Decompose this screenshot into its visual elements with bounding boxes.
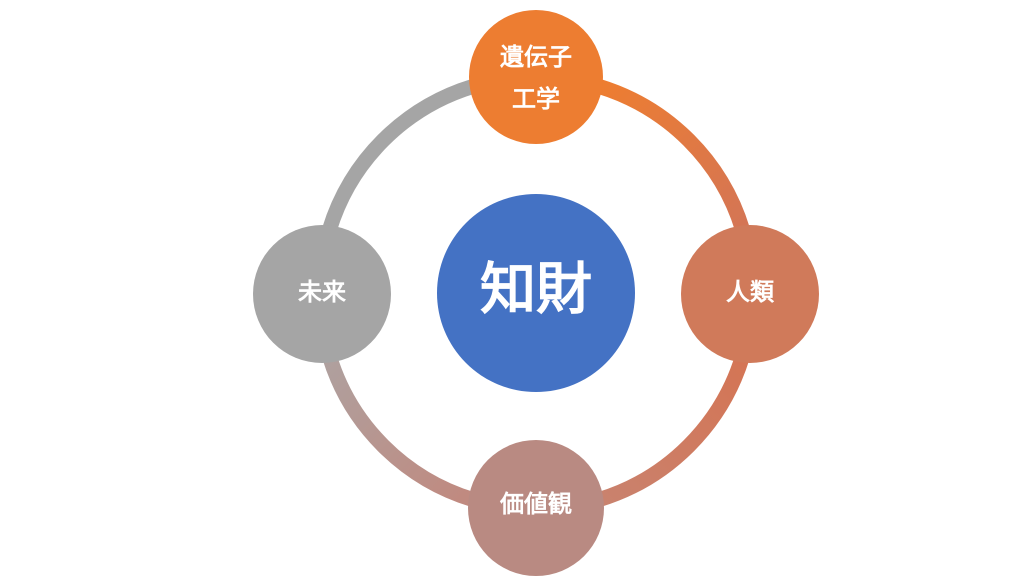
arc-bottom-left — [322, 354, 475, 507]
node-top-circle — [469, 10, 603, 144]
arc-top-right — [597, 79, 750, 232]
node-bottom-label: 価値観 — [499, 490, 572, 518]
arc-left-top — [322, 79, 475, 232]
node-right: 人類 — [681, 225, 819, 363]
node-top-label-line-1: 遺伝子 — [500, 43, 572, 71]
node-right-label: 人類 — [726, 278, 775, 306]
node-bottom: 価値観 — [468, 440, 604, 576]
arc-right-bottom — [597, 354, 750, 507]
center-node: 知財 — [437, 194, 635, 392]
node-top: 遺伝子 工学 — [469, 10, 603, 144]
node-top-label-line-2: 工学 — [512, 85, 560, 113]
node-left-label: 未来 — [298, 278, 347, 306]
ring-arcs — [322, 79, 750, 507]
center-label: 知財 — [480, 258, 592, 323]
node-left-circle — [253, 225, 391, 363]
node-bottom-circle — [468, 440, 604, 576]
node-right-circle — [681, 225, 819, 363]
center-circle — [437, 194, 635, 392]
node-left: 未来 — [253, 225, 391, 363]
